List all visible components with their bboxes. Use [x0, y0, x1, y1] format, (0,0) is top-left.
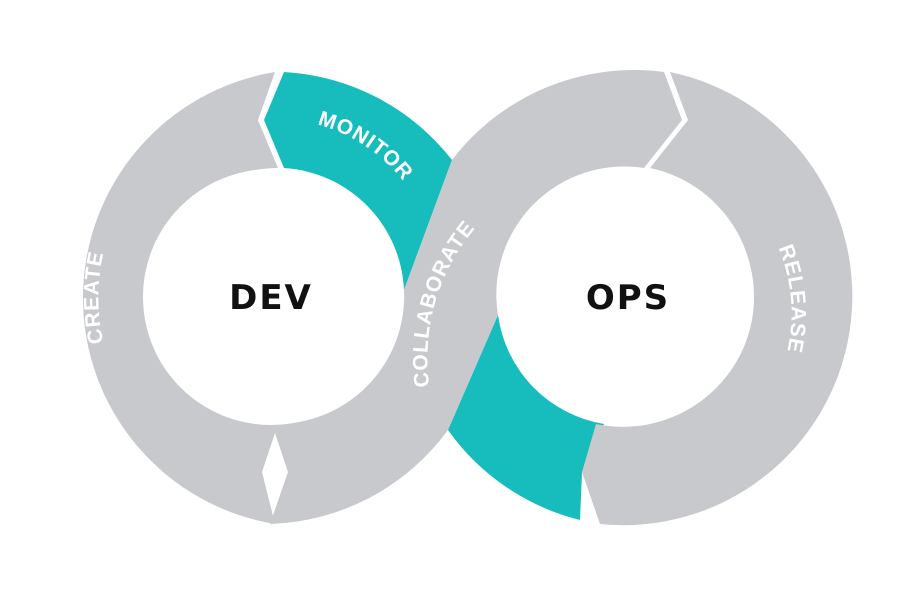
ops-hub	[498, 169, 754, 425]
release-segment	[582, 72, 853, 526]
ops-teal-segment	[448, 315, 604, 520]
ops-label: OPS	[586, 278, 670, 318]
dev-hub	[143, 169, 399, 425]
collaborate-segment	[270, 70, 682, 524]
monitor-segment	[264, 72, 452, 290]
create-segment	[82, 72, 278, 524]
dev-label: DEV	[229, 278, 313, 318]
